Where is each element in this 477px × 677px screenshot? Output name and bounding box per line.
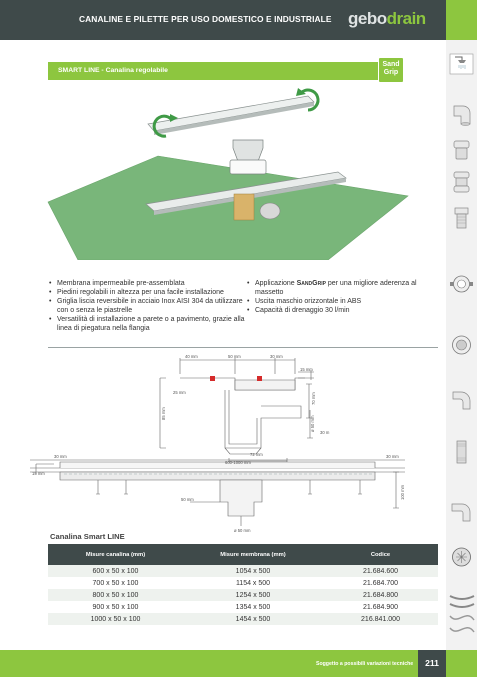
dimension-label: 30 mm	[386, 454, 399, 459]
feature-item: Piedini regolabili in altezza per una fa…	[49, 288, 249, 297]
sandgrip-inline-brand: SandGrip	[296, 280, 326, 287]
table-cell: 216.841.000	[361, 615, 400, 623]
brand-logo-part1: gebo	[348, 9, 387, 28]
dimension-label: 30 m	[320, 430, 330, 435]
feature-item: Membrana impermeabile pre-assemblata	[49, 279, 249, 288]
dimension-label: 600-1000 mm	[225, 460, 251, 465]
table-title: Canalina Smart LINE	[50, 532, 125, 541]
header-accent-tab	[446, 0, 477, 40]
page-header-title: CANALINE E PILETTE PER USO DOMESTICO E I…	[79, 14, 332, 24]
dimension-label: 70 mm	[311, 392, 316, 405]
table-row: 1000 x 50 x 100 1454 x 500 216.841.000	[48, 613, 438, 625]
table-cell: 21.684.700	[362, 579, 399, 587]
brand-logo: gebodrain	[348, 9, 426, 29]
footer-bar	[0, 650, 477, 677]
technical-drawing: 40 mm 50 mm 30 mm 15 mm 25 mm 70 mm 85 m…	[30, 354, 405, 533]
feature-item-suffix: per una migliore aderenza al massetto	[255, 280, 417, 296]
flexible-hose-icon[interactable]	[448, 590, 475, 640]
pipe-fitting-icon[interactable]	[448, 138, 475, 162]
table-row: 800 x 50 x 100 1254 x 500 21.684.800	[48, 589, 438, 601]
product-illustration	[47, 88, 409, 260]
dimension-label: 50 mm	[228, 354, 241, 359]
pipe-elbow-icon[interactable]	[448, 103, 475, 127]
dimension-label: 30 mm	[270, 354, 283, 359]
dimension-label: 15 mm	[300, 367, 313, 372]
dimension-label: 85 mm	[161, 407, 166, 420]
feature-item: Griglia liscia reversibile in acciaio In…	[49, 297, 249, 315]
table-cell: 1054 x 500	[235, 567, 271, 575]
table-cell: 1354 x 500	[235, 603, 271, 611]
drain-grate-icon[interactable]	[448, 545, 475, 569]
feature-list-right: Applicazione SandGrip per una migliore a…	[247, 279, 442, 315]
section-title: SMART LINE - Canalina regolabile	[58, 67, 168, 74]
table-header-row: Misure canalina (mm) Misure membrana (mm…	[48, 544, 438, 565]
pipe-nipple-icon[interactable]	[448, 206, 475, 230]
table-row: 700 x 50 x 100 1154 x 500 21.684.700	[48, 577, 438, 589]
feature-item: Uscita maschio orizzontale in ABS	[247, 297, 442, 306]
sandgrip-badge: Sand Grip	[378, 57, 404, 83]
feature-item: Capacità di drenaggio 30 l/min	[247, 306, 442, 315]
table-cell: 21.684.900	[362, 603, 399, 611]
pipe-bend-icon[interactable]	[448, 388, 475, 412]
sink-trap-icon[interactable]	[448, 500, 475, 524]
table-row: 600 x 50 x 100 1054 x 500 21.684.600	[48, 565, 438, 577]
feature-item: Applicazione SandGrip per una migliore a…	[247, 279, 442, 297]
dimension-label: 100 mm	[400, 484, 405, 500]
table-cell: 900 x 50 x 100	[92, 603, 139, 611]
brand-logo-part2: drain	[386, 9, 427, 28]
column-header: Misure membrana (mm)	[220, 551, 286, 558]
table-cell: 1000 x 50 x 100	[90, 615, 141, 623]
header-bar	[0, 0, 477, 40]
table-cell: 1154 x 500	[235, 579, 271, 587]
dimension-label: 40 mm	[185, 354, 198, 359]
dimension-label: ø 50 mm	[310, 415, 315, 432]
dimension-label: ø 50 mm	[234, 528, 251, 533]
column-header: Misure canalina (mm)	[85, 551, 146, 558]
table-cell: 600 x 50 x 100	[92, 567, 139, 575]
threaded-pipe-icon[interactable]	[448, 440, 475, 464]
table-cell: 21.684.600	[362, 567, 399, 575]
pipe-clamp-icon[interactable]	[448, 272, 475, 296]
page-number: 211	[418, 650, 446, 677]
shower-icon[interactable]	[448, 52, 475, 76]
floor-drain-icon[interactable]	[448, 333, 475, 357]
table-cell: 1254 x 500	[235, 591, 271, 599]
table-row: 900 x 50 x 100 1354 x 500 21.684.900	[48, 601, 438, 613]
section-heading-bar	[48, 62, 404, 80]
dimension-label: 72 mm	[250, 452, 263, 457]
column-header: Codice	[370, 551, 391, 558]
table-cell: 21.684.800	[362, 591, 399, 599]
feature-item: Versatilità di installazione a parete o …	[49, 315, 249, 333]
table-cell: 700 x 50 x 100	[92, 579, 139, 587]
sandgrip-badge-line2: Grip	[383, 69, 399, 76]
product-table: Misure canalina (mm) Misure membrana (mm…	[48, 544, 438, 625]
dimension-label: 25 mm	[173, 390, 186, 395]
table-cell: 800 x 50 x 100	[92, 591, 139, 599]
footer-note: Soggetto a possibili variazioni tecniche	[316, 661, 414, 667]
dimension-label: 50 mm	[181, 497, 194, 502]
pipe-coupling-icon[interactable]	[448, 170, 475, 194]
pipe-elbow-icon[interactable]	[449, 52, 476, 76]
section-divider	[48, 347, 438, 348]
dimension-label: 30 mm	[54, 454, 67, 459]
feature-list-left: Membrana impermeabile pre-assemblata Pie…	[49, 279, 249, 333]
sandgrip-badge-line1: Sand	[382, 61, 400, 68]
table-cell: 1454 x 500	[235, 615, 271, 623]
dimension-label: 15 mm	[32, 471, 45, 476]
feature-item-prefix: Applicazione	[255, 280, 297, 287]
